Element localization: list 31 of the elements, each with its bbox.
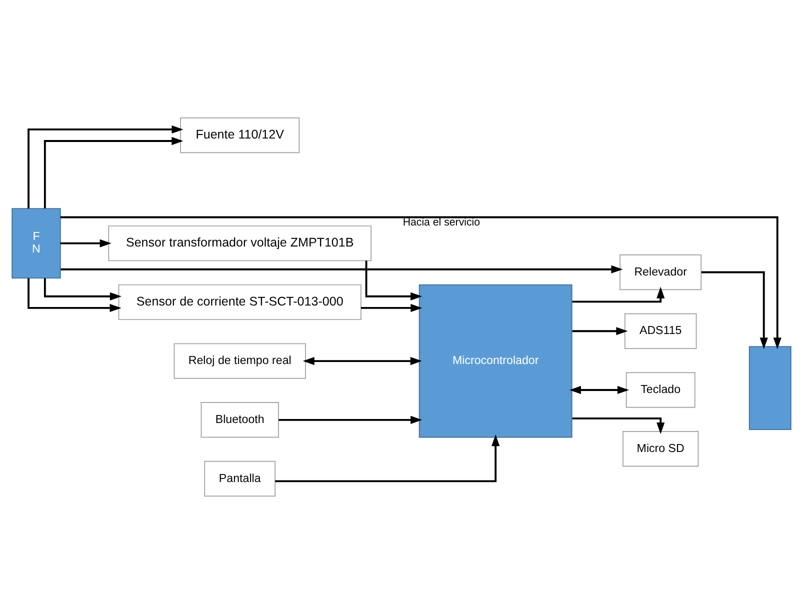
node-box: Pantalla (204, 460, 276, 496)
arrow (44, 136, 184, 208)
arrow (572, 326, 628, 335)
node-box: Fuente 110/12V (180, 116, 300, 153)
node-box: Bluetooth (200, 402, 279, 438)
arrow (572, 286, 665, 302)
arrow (28, 124, 184, 208)
arrow (365, 260, 422, 300)
arrow (278, 415, 422, 424)
node-box: Sensor transformador voltaje ZMPT101B (108, 224, 372, 261)
node-box: Micro SD (622, 430, 699, 466)
arrow (275, 434, 500, 482)
node-box: Sensor de corriente ST-SCT-013-000 (118, 284, 362, 320)
node-box: ADS115 (624, 312, 697, 348)
arrow (361, 303, 422, 312)
node-box: F N (12, 208, 61, 278)
node-box: Teclado (626, 372, 696, 408)
node-box: Microcontrolador (418, 284, 572, 438)
arrow (302, 356, 422, 365)
arrow (701, 270, 768, 349)
arrow (572, 417, 665, 434)
node-box: Relevador (620, 254, 702, 290)
edge-label: Hacia el servicio (402, 216, 480, 228)
arrow (569, 385, 630, 394)
arrow (44, 278, 122, 300)
node-box (748, 346, 792, 430)
arrow (60, 264, 623, 273)
arrow (28, 278, 122, 312)
arrow (60, 238, 112, 247)
node-box: Reloj de tiempo real (174, 342, 306, 378)
arrow (60, 216, 782, 349)
